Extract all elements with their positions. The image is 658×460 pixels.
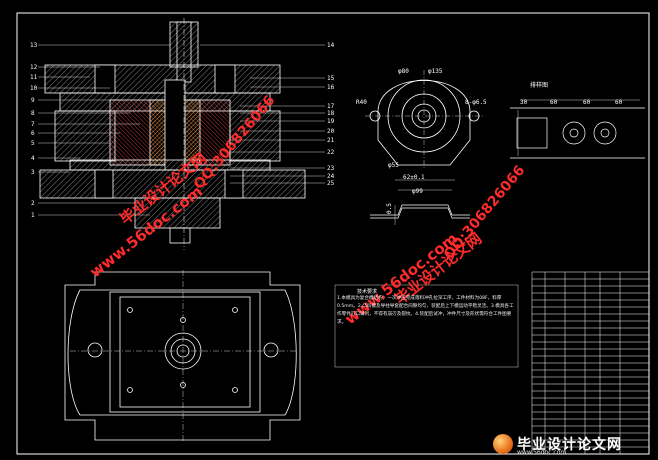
- part-label: 4: [31, 155, 35, 162]
- die-plan-view: [64, 270, 301, 442]
- part-label: 20: [327, 128, 335, 135]
- part-label: 19: [327, 118, 335, 125]
- notes-title: 技术要求: [357, 289, 378, 295]
- part-label: 13: [30, 42, 38, 49]
- dim-r40: R40: [356, 99, 367, 106]
- dim-d80: φ80: [398, 68, 409, 75]
- site-logo[interactable]: 毕业设计论文网 www.56doc.com: [493, 433, 622, 456]
- logo-text: 毕业设计论文网: [517, 437, 622, 453]
- strip-dims: 排样图 30 60 60 60: [520, 81, 623, 106]
- leader-lines-right: [200, 44, 325, 184]
- dim-width-ref: 62±0.1: [403, 174, 425, 181]
- part-label: 11: [30, 74, 38, 81]
- part-label: 14: [327, 42, 335, 49]
- strip-dim: 60: [550, 99, 558, 106]
- logo-url: www.56doc.com: [517, 449, 567, 456]
- part-label: 16: [327, 84, 335, 91]
- part-label: 2: [31, 200, 35, 207]
- part-dims: φ80 φ135 R40 8-φ6.5 φ55 62±0.1: [356, 68, 487, 181]
- part-label: 7: [31, 121, 35, 128]
- drawing-border: [16, 12, 650, 455]
- part-label: 15: [327, 75, 335, 82]
- part-label: 24: [327, 173, 335, 180]
- dim-thickness: 0.5: [386, 203, 393, 214]
- dim-d55: φ55: [388, 162, 399, 169]
- strip-dim: 30: [520, 99, 528, 106]
- part-label: 22: [327, 149, 335, 156]
- dim-d135: φ135: [428, 68, 443, 75]
- leader-lines-left: [38, 44, 170, 216]
- technical-notes: 1.本模具为复合模结构，一次冲压完成落料冲孔拉深工序，工件材料为08F，料厚0.…: [337, 296, 514, 325]
- part-top-view: [365, 70, 485, 181]
- part-section-dims: φ99 0.5: [386, 188, 423, 214]
- part-label: 10: [30, 85, 38, 92]
- part-label: 17: [327, 103, 335, 110]
- die-section-view: [39, 18, 306, 250]
- strip-layout: [510, 99, 645, 159]
- watermark-qq: QQ:306826066: [441, 163, 529, 263]
- part-label: 25: [327, 180, 335, 187]
- strip-dim: 60: [583, 99, 591, 106]
- notes-box: [334, 284, 519, 368]
- strip-title: 排样图: [530, 81, 548, 89]
- part-label: 1: [31, 212, 35, 219]
- part-labels-left: 13 12 11 10 9 8 7 6 5 4 3 2 1: [30, 42, 38, 219]
- part-label: 3: [31, 169, 35, 176]
- part-label: 6: [31, 130, 35, 137]
- part-label: 8: [31, 110, 35, 117]
- part-label: 21: [327, 137, 335, 144]
- part-label: 12: [30, 64, 38, 71]
- part-section-view: [370, 189, 470, 225]
- part-labels-right: 14 15 16 17 18 19 20 21 22 23 24 25: [327, 42, 335, 187]
- dim-d99: φ99: [412, 188, 423, 195]
- part-label: 5: [31, 140, 35, 147]
- bill-of-materials-table: [531, 271, 650, 455]
- part-label: 9: [31, 97, 35, 104]
- part-label: 23: [327, 165, 335, 172]
- logo-icon: [493, 434, 513, 454]
- strip-dim: 60: [615, 99, 623, 106]
- part-label: 18: [327, 110, 335, 117]
- dim-d8: 8-φ6.5: [465, 99, 487, 106]
